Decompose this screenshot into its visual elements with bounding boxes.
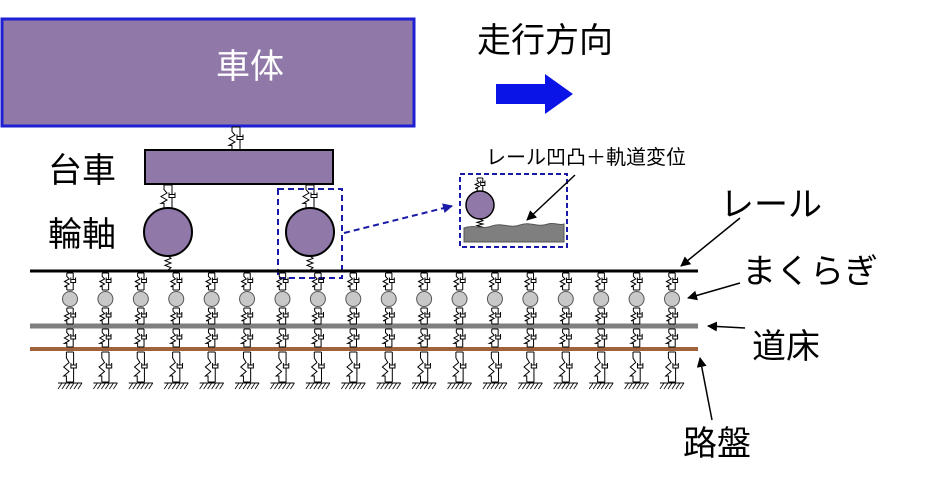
- direction-label: 走行方向: [477, 21, 613, 61]
- ground-hatch-icon: [128, 382, 154, 390]
- track-support-unit: [340, 272, 366, 390]
- wheelset-right: [285, 207, 335, 257]
- track-support-unit: [199, 272, 224, 390]
- sleeper-mass: [593, 291, 610, 307]
- ground-hatch-icon: [411, 382, 437, 390]
- track-support-unit: [128, 272, 154, 390]
- ground-hatch-icon: [163, 382, 189, 390]
- rail-label: レール: [720, 185, 822, 225]
- sleeper-mass: [486, 291, 503, 307]
- sleeper-mass: [203, 291, 220, 307]
- ground-hatch-icon: [447, 382, 472, 390]
- inset-pointer-line: [343, 203, 453, 234]
- spring-damper-icon: [159, 184, 176, 209]
- sleeper-mass: [416, 291, 433, 307]
- track-support-unit: [57, 272, 83, 390]
- sleeper-mass: [274, 291, 291, 307]
- rail-irregularity-profile: [463, 222, 565, 243]
- ground-hatch-icon: [57, 382, 83, 390]
- ground-hatch-icon: [553, 382, 579, 390]
- ballast-label: 道床: [752, 327, 820, 367]
- ground-hatch-icon: [234, 382, 260, 390]
- sleepers-label: まくらぎ: [742, 252, 878, 292]
- track-support-unit: [553, 272, 579, 390]
- track-support-unit: [163, 272, 189, 390]
- track-support-unit: [305, 272, 331, 390]
- right-arrow-icon: [496, 74, 573, 114]
- ground-hatch-icon: [624, 382, 649, 390]
- bogie-frame: [144, 149, 334, 185]
- spring-damper-icon: [163, 255, 173, 271]
- sleeper-mass: [62, 291, 78, 307]
- wheelset-label: 輪軸: [48, 215, 116, 255]
- sleepers-label-pointer: [687, 282, 741, 301]
- sleeper-mass: [522, 291, 539, 307]
- track-support-unit: [411, 272, 437, 390]
- sleeper-mass: [97, 291, 114, 307]
- sleeper-mass: [664, 291, 680, 307]
- track-support-unit: [234, 272, 260, 390]
- roadbed-label-pointer: [696, 357, 713, 421]
- sleeper-mass: [628, 291, 645, 307]
- track-support-unit: [376, 272, 402, 390]
- sleeper-mass: [168, 291, 185, 307]
- spring-damper-icon: [305, 255, 315, 271]
- inset-caption-pointer: [526, 174, 576, 221]
- car-body-label: 車体: [216, 47, 284, 87]
- ground-hatch-icon: [93, 382, 118, 390]
- spring-damper-icon: [227, 126, 244, 151]
- sleeper-mass: [380, 291, 397, 307]
- track-support-array: [57, 272, 685, 390]
- wheel-rail-inset: [459, 173, 568, 248]
- ground-hatch-icon: [376, 382, 402, 390]
- track-support-unit: [624, 272, 649, 390]
- bogie-label: 台車: [48, 151, 116, 191]
- car-body: [0, 17, 416, 128]
- track-support-unit: [93, 272, 118, 390]
- inset-caption: レール凹凸＋軌道変位: [486, 145, 686, 169]
- ground-hatch-icon: [270, 382, 295, 390]
- track-support-unit: [518, 272, 543, 390]
- inset-wheel: [465, 190, 495, 220]
- sleeper-mass: [132, 291, 149, 307]
- sleeper-mass: [345, 291, 362, 307]
- ballast-label-pointer: [707, 321, 746, 332]
- sleeper-mass: [309, 291, 326, 307]
- sleeper-mass: [451, 291, 468, 307]
- track-support-unit: [588, 272, 614, 390]
- track-support-unit: [482, 272, 508, 390]
- wheelset-left: [143, 207, 193, 257]
- ground-hatch-icon: [588, 382, 614, 390]
- track-support-unit: [659, 272, 685, 390]
- roadbed-label: 路盤: [683, 424, 751, 464]
- sleeper-mass: [557, 291, 574, 307]
- rail-label-pointer: [680, 217, 741, 267]
- track-support-unit: [447, 272, 472, 390]
- ground-hatch-icon: [305, 382, 331, 390]
- wheel-rail-contact-highlight: [277, 188, 343, 279]
- ground-hatch-icon: [340, 382, 366, 390]
- track-support-unit: [270, 272, 295, 390]
- ground-hatch-icon: [482, 382, 508, 390]
- ground-hatch-icon: [659, 382, 685, 390]
- ground-hatch-icon: [518, 382, 543, 390]
- ground-hatch-icon: [199, 382, 224, 390]
- sleeper-mass: [239, 291, 256, 307]
